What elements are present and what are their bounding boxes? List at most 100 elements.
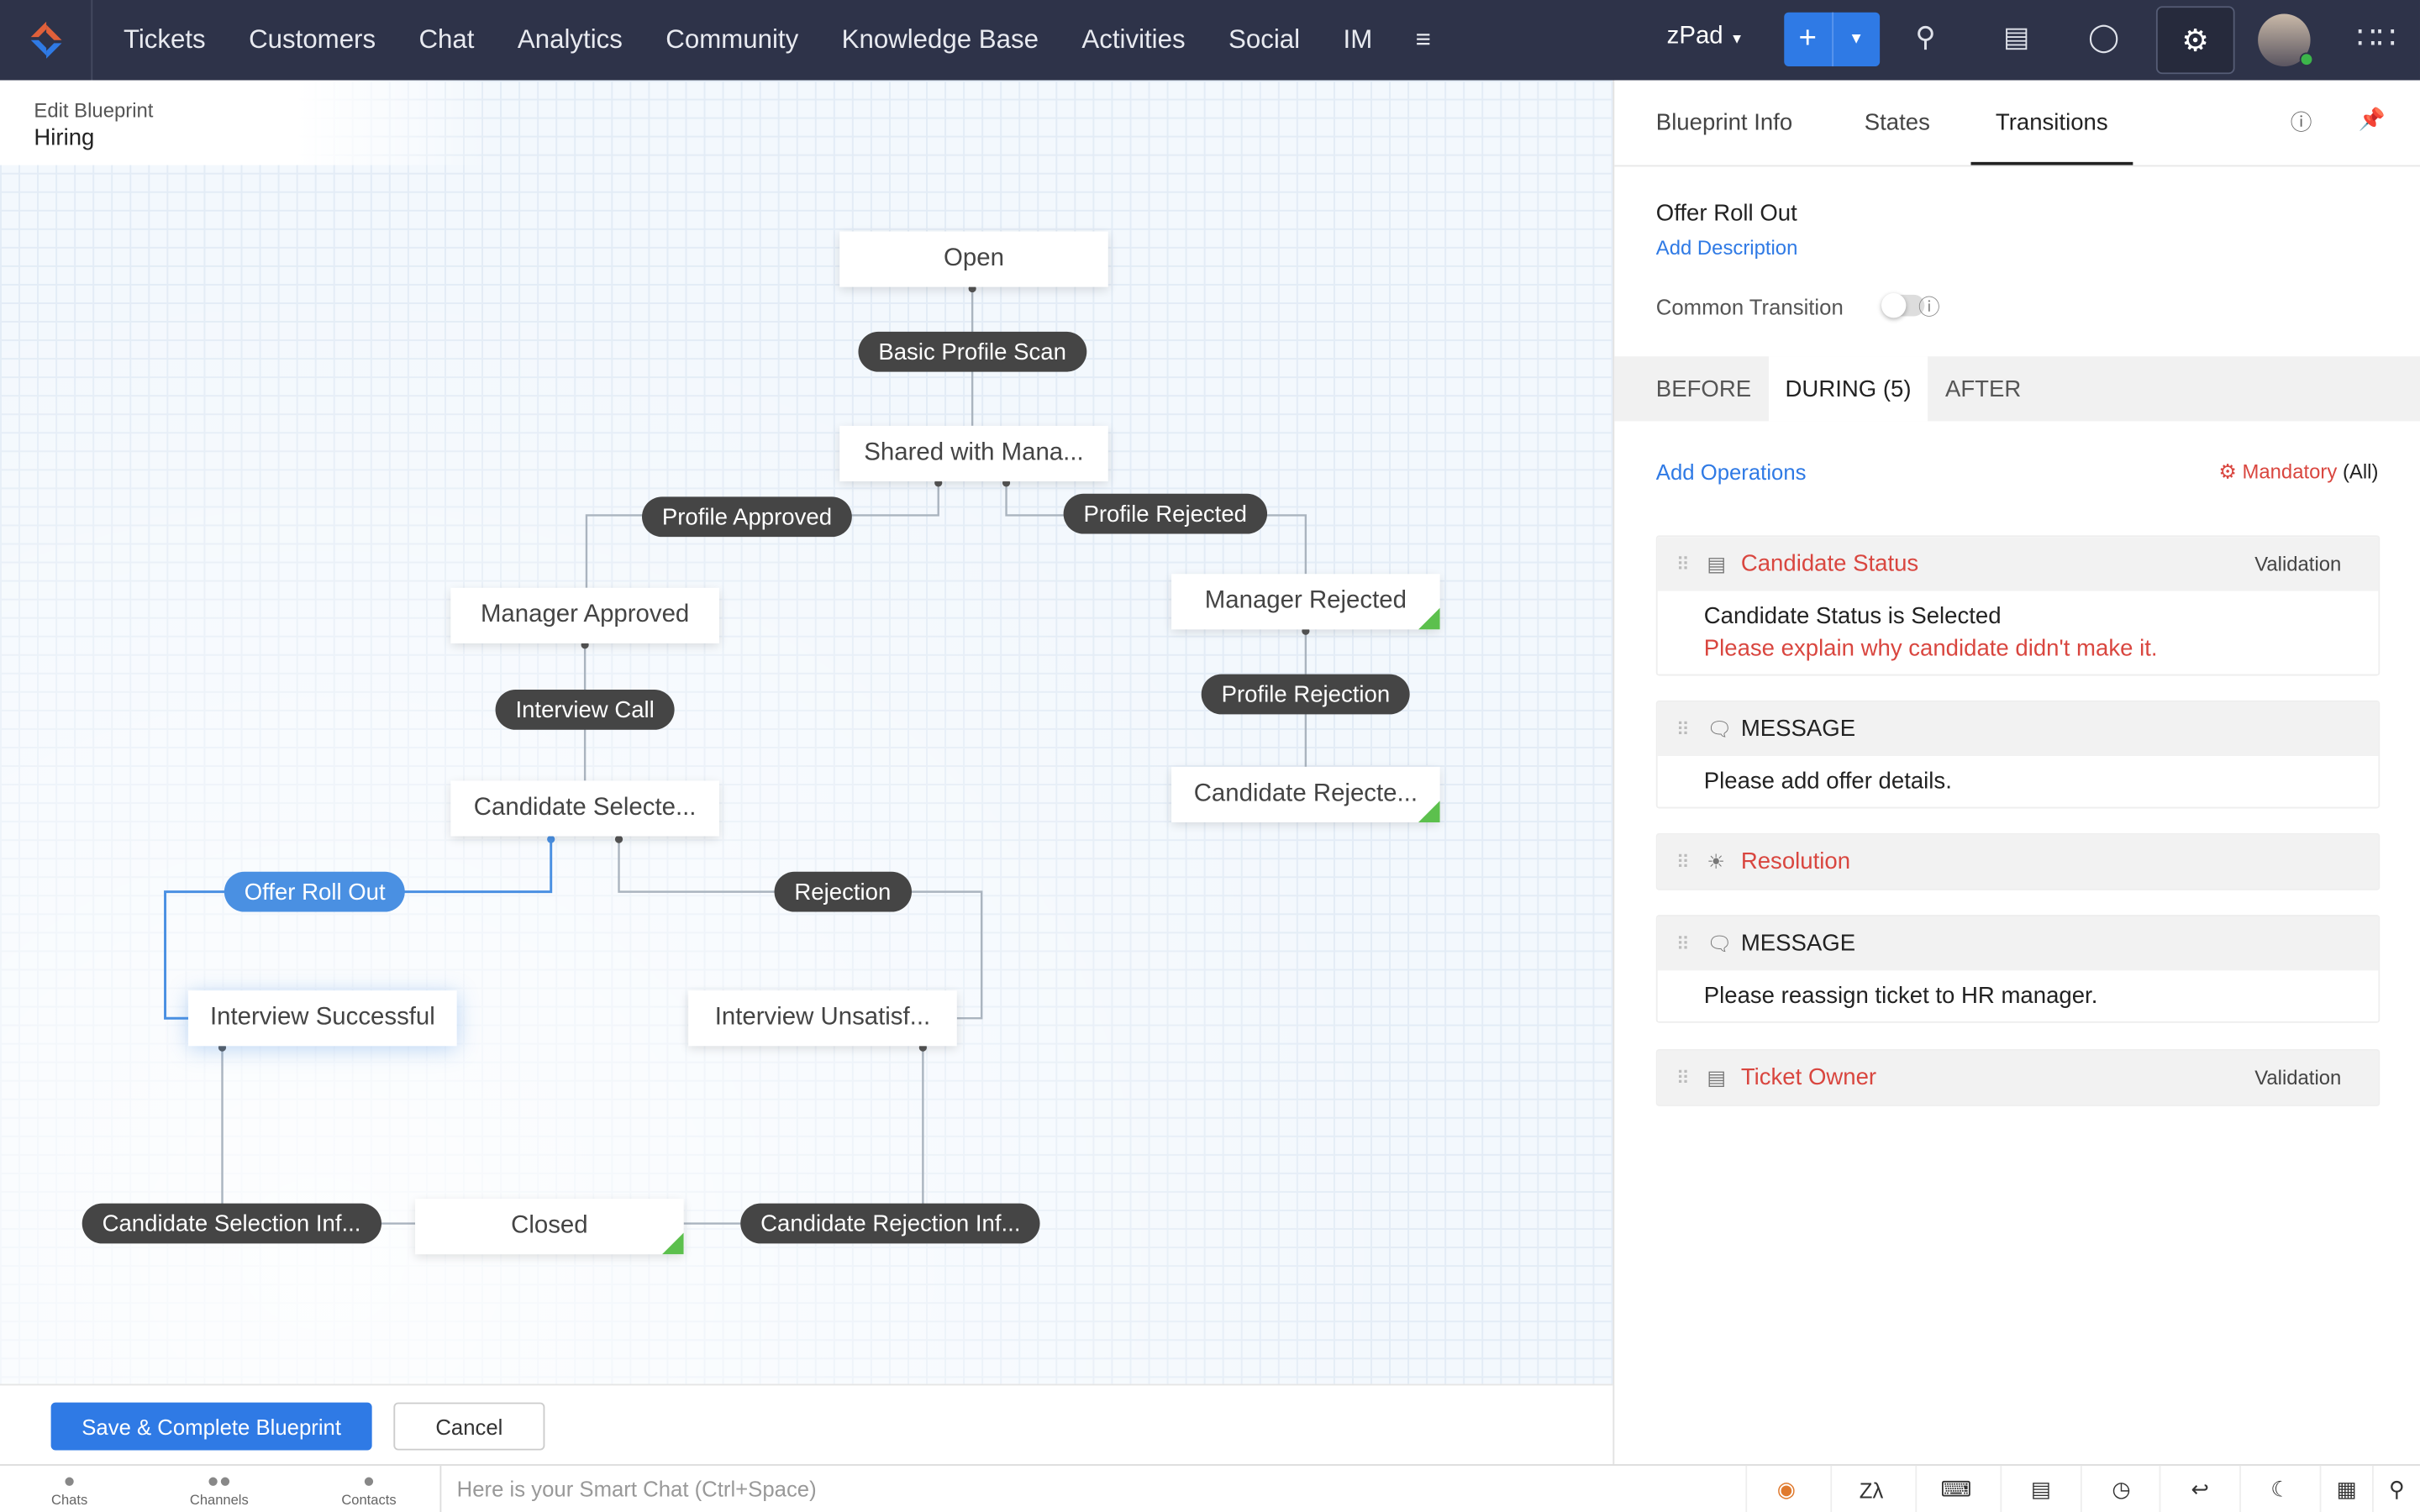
drag-handle-icon[interactable]: ⠿ <box>1676 717 1690 740</box>
state-interview-successful[interactable]: Interview Successful <box>188 990 457 1047</box>
gear-icon: ⚙ <box>2218 459 2237 483</box>
blueprint-canvas[interactable]: Edit Blueprint Hiring Open Shared with M… <box>0 80 1613 1384</box>
subtab-before[interactable]: BEFORE <box>1655 375 1752 402</box>
drag-handle-icon[interactable]: ⠿ <box>1676 850 1690 873</box>
nav-community[interactable]: Community <box>666 24 799 55</box>
transition-title: Offer Roll Out <box>1655 200 1797 227</box>
info-icon[interactable]: ⓘ <box>2290 109 2312 134</box>
subtab-during[interactable]: DURING (5) <box>1768 356 1928 422</box>
state-interview-unsatisfactory[interactable]: Interview Unsatisf... <box>688 990 957 1047</box>
pin-icon[interactable]: 📌 <box>2358 106 2386 132</box>
nav-tickets[interactable]: Tickets <box>123 24 206 55</box>
nav-customers[interactable]: Customers <box>249 24 376 55</box>
operation-resolution[interactable]: ⠿☀Resolution <box>1655 832 2381 890</box>
drag-handle-icon[interactable]: ⠿ <box>1676 932 1690 955</box>
transition-offer-roll-out[interactable]: Offer Roll Out <box>224 871 406 912</box>
bot-icon[interactable]: ◉ <box>1745 1465 1826 1512</box>
apps-grid-icon[interactable]: ∷∷ <box>2356 21 2396 56</box>
user-avatar[interactable] <box>2258 13 2314 66</box>
state-open[interactable]: Open <box>839 231 1108 287</box>
operation-title: Resolution <box>1740 848 1851 875</box>
top-nav-bar: Tickets Customers Chat Analytics Communi… <box>0 0 2420 81</box>
operation-message[interactable]: ⠿🗨MESSAGE Please add offer details. <box>1655 700 2381 809</box>
state-candidate-rejected[interactable]: Candidate Rejecte... <box>1171 766 1440 822</box>
settings-gear-icon[interactable]: ⚙ <box>2155 6 2235 75</box>
nav-knowledge-base[interactable]: Knowledge Base <box>841 24 1039 55</box>
operation-body: Please add offer details. <box>1703 768 1952 795</box>
transition-rejection[interactable]: Rejection <box>774 871 912 912</box>
app-logo[interactable] <box>0 0 93 81</box>
add-button[interactable]: +▼ <box>1784 12 1881 66</box>
transition-profile-rejection[interactable]: Profile Rejection <box>1201 674 1411 715</box>
add-description-link[interactable]: Add Description <box>1655 236 1798 260</box>
common-transition-toggle[interactable] <box>1881 292 1925 318</box>
channels-label: Channels <box>189 1492 249 1508</box>
contacts-button[interactable]: ●Contacts <box>330 1469 408 1508</box>
message-icon: 🗨 <box>1707 931 1733 955</box>
clock-icon[interactable]: ◷ <box>2080 1465 2161 1512</box>
transition-candidate-rejection-info[interactable]: Candidate Rejection Inf... <box>740 1203 1041 1244</box>
drag-handle-icon[interactable]: ⠿ <box>1676 1067 1690 1089</box>
operation-title: Ticket Owner <box>1740 1064 1877 1091</box>
tab-states[interactable]: States <box>1864 109 1930 136</box>
channels-button[interactable]: ●●Channels <box>181 1469 258 1508</box>
operation-title: Candidate Status <box>1740 550 1919 577</box>
chats-label: Chats <box>51 1492 88 1508</box>
state-closed[interactable]: Closed <box>415 1199 684 1255</box>
operation-message[interactable]: ⠿🗨MESSAGE Please reassign ticket to HR m… <box>1655 915 2381 1023</box>
transition-candidate-selection-info[interactable]: Candidate Selection Inf... <box>82 1203 381 1244</box>
nav-im[interactable]: IM <box>1343 24 1373 55</box>
transition-interview-call[interactable]: Interview Call <box>495 690 675 730</box>
field-icon: ▤ <box>1707 1065 1727 1089</box>
nav-activities[interactable]: Activities <box>1081 24 1186 55</box>
tab-transitions[interactable]: Transitions <box>1995 109 2108 136</box>
operation-ticket-owner[interactable]: ⠿ ▤ Ticket Owner Validation <box>1655 1048 2381 1106</box>
caret-down-icon[interactable]: ▼ <box>1831 12 1880 66</box>
menu-icon[interactable]: ≡ <box>1415 24 1431 55</box>
tab-blueprint-info[interactable]: Blueprint Info <box>1655 109 1793 136</box>
smart-chat-input[interactable]: Here is your Smart Chat (Ctrl+Space) <box>439 1465 1745 1512</box>
calendar-icon[interactable]: ▦ <box>2319 1465 2372 1512</box>
mandatory-label: Mandatory <box>2242 459 2338 483</box>
cancel-button[interactable]: Cancel <box>393 1402 545 1451</box>
plus-icon[interactable]: + <box>1798 21 1818 56</box>
nav-chat[interactable]: Chat <box>418 24 475 55</box>
info-icon[interactable]: ⓘ <box>1918 294 1940 320</box>
chat-icon: ● <box>63 1468 76 1493</box>
mandatory-setting[interactable]: ⚙ Mandatory (All) <box>2218 459 2378 484</box>
reply-icon[interactable]: ↩ <box>2159 1465 2240 1512</box>
operation-error-message: Please explain why candidate didn't make… <box>1703 635 2158 662</box>
nav-analytics[interactable]: Analytics <box>517 24 623 55</box>
canvas-footer: Save & Complete Blueprint Cancel <box>0 1383 1613 1465</box>
search-icon[interactable]: ⚲ <box>2372 1465 2420 1512</box>
state-manager-rejected[interactable]: Manager Rejected <box>1171 574 1440 630</box>
search-icon[interactable]: ⚲ <box>1915 21 1936 53</box>
portal-switcher[interactable]: zPad ▼ <box>1667 24 1744 51</box>
state-manager-approved[interactable]: Manager Approved <box>450 587 719 643</box>
operation-tag: Validation <box>2254 1066 2342 1089</box>
bottom-bar: ●Chats ●●Channels ●Contacts Here is your… <box>0 1464 2420 1512</box>
breadcrumb-label: Edit Blueprint <box>34 98 154 123</box>
transition-basic-profile-scan[interactable]: Basic Profile Scan <box>858 331 1086 372</box>
subtab-after[interactable]: AFTER <box>1944 375 2022 402</box>
save-complete-blueprint-button[interactable]: Save & Complete Blueprint <box>50 1402 372 1451</box>
keyboard-icon[interactable]: ⌨ <box>1915 1465 1996 1512</box>
drag-handle-icon[interactable]: ⠿ <box>1676 553 1690 575</box>
add-operations-link[interactable]: Add Operations <box>1655 459 1807 485</box>
mandatory-scope: (All) <box>2342 459 2379 483</box>
state-shared-with-manager[interactable]: Shared with Mana... <box>839 425 1108 482</box>
notes-icon[interactable]: ▤ <box>2003 21 2030 53</box>
phase-tabs: BEFORE DURING (5) AFTER <box>1614 356 2420 422</box>
state-candidate-selected[interactable]: Candidate Selecte... <box>450 780 719 837</box>
dark-mode-icon[interactable]: ☾ <box>2239 1465 2320 1512</box>
gamepad-icon[interactable]: ◯ <box>2088 21 2120 53</box>
notes-icon[interactable]: ▤ <box>2000 1465 2081 1512</box>
nav-social[interactable]: Social <box>1228 24 1301 55</box>
transition-profile-approved[interactable]: Profile Approved <box>642 496 852 538</box>
zia-icon[interactable]: Zλ <box>1830 1465 1911 1512</box>
transition-profile-rejected[interactable]: Profile Rejected <box>1063 493 1267 534</box>
chats-button[interactable]: ●Chats <box>31 1469 108 1508</box>
channels-icon: ●● <box>207 1468 232 1493</box>
operation-title: MESSAGE <box>1740 716 1856 743</box>
